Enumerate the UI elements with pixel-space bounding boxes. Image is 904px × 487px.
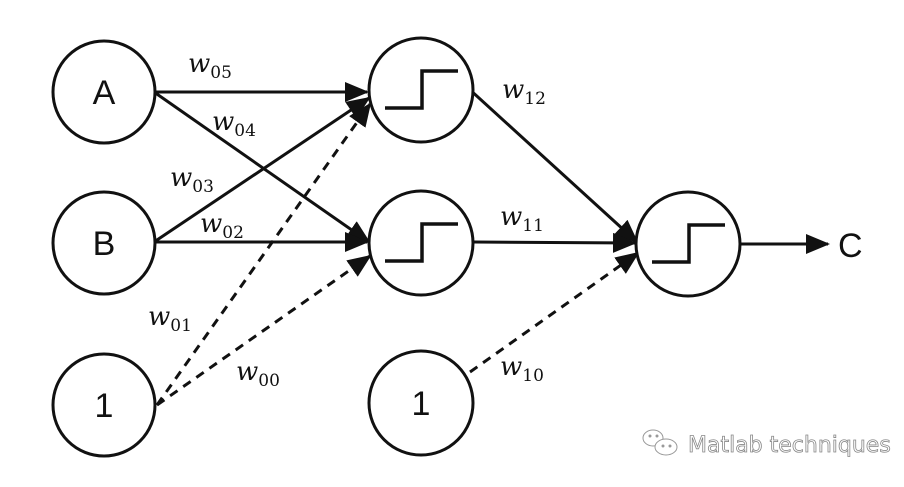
weight-w04: w04 <box>212 107 256 141</box>
weight-w03: w03 <box>170 163 214 197</box>
node-input-b-label: B <box>93 225 116 263</box>
edge-h1-out <box>466 86 639 244</box>
wechat-icon <box>642 429 678 456</box>
watermark-text: Matlab techniques <box>688 433 891 458</box>
node-input-b <box>51 190 157 296</box>
weight-w10: w10 <box>500 352 544 386</box>
edge-hbias-out <box>469 251 640 374</box>
step-function-icon <box>385 222 458 263</box>
output-c-label: C <box>838 227 863 265</box>
step-function-icon <box>385 69 458 110</box>
node-hidden-bias <box>367 349 475 457</box>
edge-bias-h2 <box>156 254 372 407</box>
edge-b-h1 <box>153 96 371 244</box>
weight-w00: w00 <box>236 357 280 391</box>
weight-w12: w12 <box>502 75 546 109</box>
edge-bias-h1 <box>155 102 372 406</box>
node-hidden-bias-label: 1 <box>412 385 431 423</box>
weight-w11: w11 <box>500 202 544 236</box>
step-function-icon <box>652 223 725 264</box>
weight-w01: w01 <box>148 302 192 336</box>
node-input-bias-label: 1 <box>95 387 114 425</box>
weight-w02: w02 <box>200 209 244 243</box>
edge-h2-out <box>473 232 637 253</box>
node-input-bias <box>51 352 157 458</box>
weight-w05: w05 <box>188 49 232 83</box>
edge-a-h2 <box>153 90 371 244</box>
node-input-a-label: A <box>93 74 116 112</box>
node-input-a <box>51 39 157 145</box>
